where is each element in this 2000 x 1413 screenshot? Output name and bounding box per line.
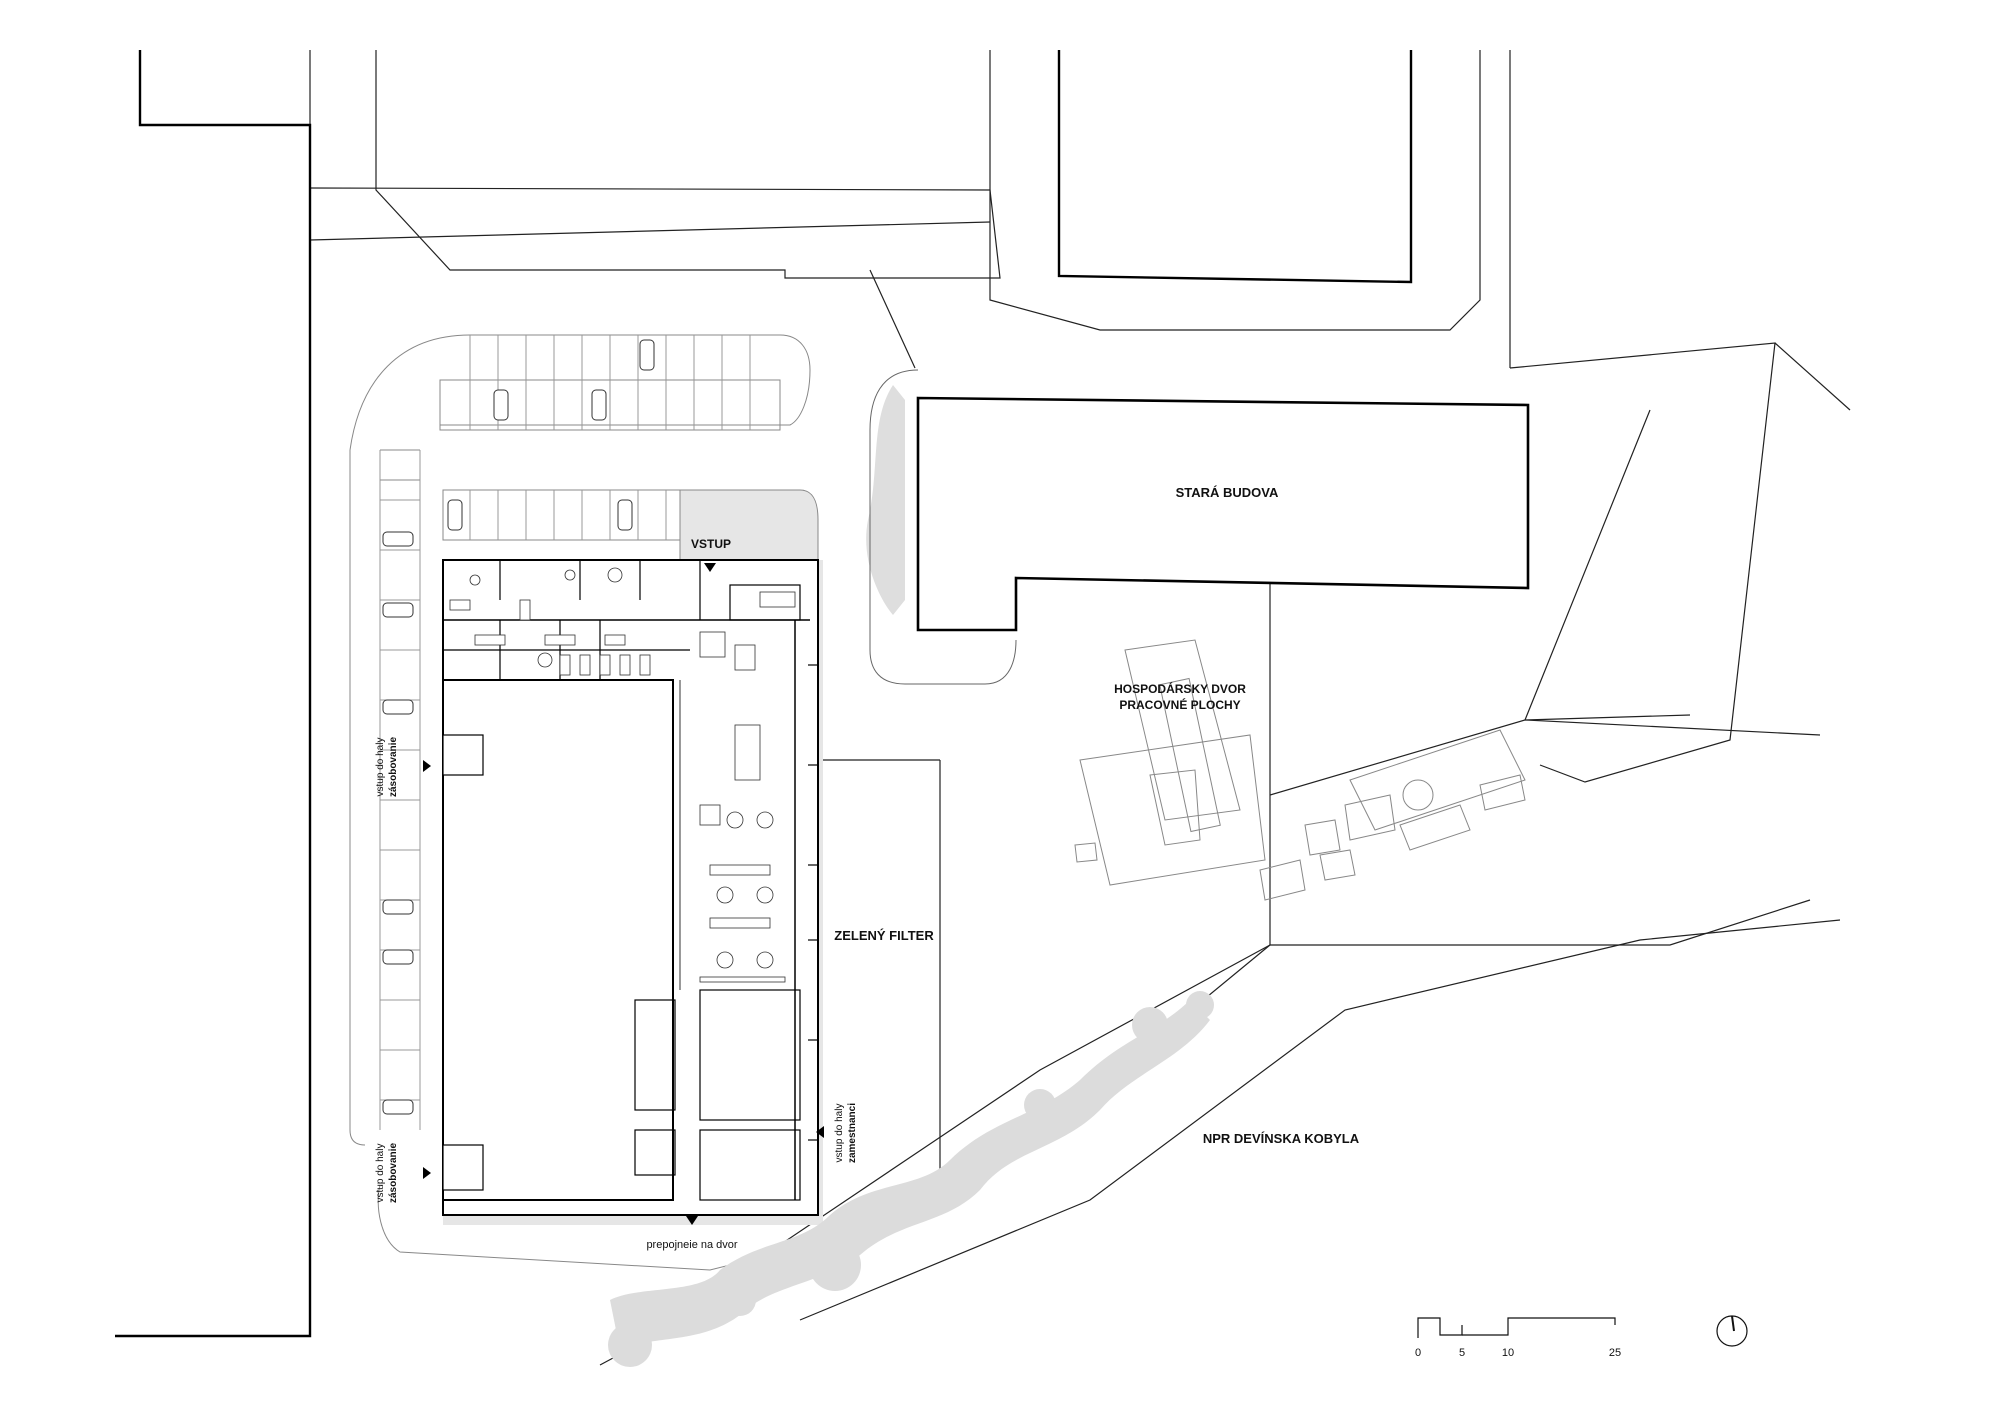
neighbour-buildings	[115, 50, 1413, 1338]
supply-entry-upper: vstup do haly zásobovanie	[375, 737, 399, 797]
car	[382, 899, 414, 915]
scale-tick-5: 5	[1459, 1347, 1465, 1359]
main-building	[442, 559, 823, 1225]
car	[382, 1099, 414, 1115]
car	[493, 389, 509, 421]
garden-outline	[869, 369, 1017, 685]
staff-entry-line2: zamestnanci	[847, 1103, 858, 1163]
triangle-marker-icon	[816, 1126, 824, 1138]
loading-docks	[442, 734, 484, 1191]
courtyard-label-line2: PRACOVNÉ PLOCHY	[1119, 697, 1240, 712]
scale-tick-10: 10	[1502, 1347, 1514, 1359]
context-lines	[309, 50, 1851, 1366]
car	[382, 602, 414, 618]
triangle-marker-icon	[704, 563, 716, 572]
supply-entry-upper-line1: vstup do haly	[375, 738, 386, 797]
north-arrow-icon	[1716, 1315, 1748, 1347]
scale-tick-25: 25	[1609, 1347, 1621, 1359]
car	[639, 339, 655, 371]
car	[447, 499, 463, 531]
car	[617, 499, 633, 531]
courtyard-objects	[1074, 639, 1526, 901]
old-building-label: STARÁ BUDOVA	[1176, 485, 1279, 500]
supply-entry-lower-line1: vstup do haly	[375, 1144, 386, 1203]
triangle-marker-icon	[423, 1167, 431, 1179]
tree-row-north	[866, 385, 905, 615]
supply-entry-upper-line2: zásobovanie	[388, 737, 399, 797]
triangle-marker-icon	[423, 760, 431, 772]
staff-entry: vstup do haly zamestnanci	[834, 1103, 858, 1163]
cars	[382, 339, 655, 1115]
nature-reserve-label: NPR DEVÍNSKA KOBYLA	[1203, 1131, 1360, 1146]
car	[382, 699, 414, 715]
old-building	[916, 396, 1530, 632]
parking-stripes	[379, 335, 751, 1130]
scale-bar	[1417, 1317, 1616, 1338]
triangle-marker-icon	[686, 1216, 698, 1225]
scale-tick-0: 0	[1415, 1347, 1421, 1359]
supply-entry-lower-line2: zásobovanie	[388, 1143, 399, 1203]
courtyard-label-line1: HOSPODÁRSKY DVOR	[1114, 681, 1246, 696]
green-filter-label: ZELENÝ FILTER	[834, 928, 934, 943]
car	[382, 949, 414, 965]
car	[382, 531, 414, 547]
courtyard-link-label: prepojneie na dvor	[646, 1239, 737, 1251]
entrance-label: VSTUP	[691, 537, 731, 551]
tree-belt	[608, 991, 1214, 1367]
parking-area	[349, 334, 819, 1271]
east-facade-windows	[808, 559, 818, 1141]
staff-entry-line1: vstup do haly	[834, 1104, 845, 1163]
supply-entry-lower: vstup do haly zásobovanie	[375, 1143, 399, 1203]
car	[591, 389, 607, 421]
